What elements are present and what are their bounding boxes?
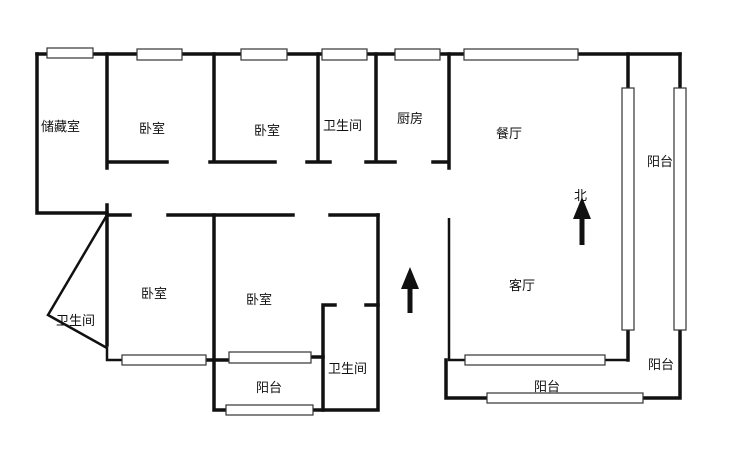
room-label-storage: 储藏室: [41, 119, 80, 135]
room-label-bathroom: 卫生间: [328, 362, 367, 377]
room-label-balcony: 阳台: [647, 155, 673, 170]
room-label-bedroom: 卧室: [139, 121, 165, 137]
room-label-bathroom: 卫生间: [323, 119, 362, 134]
room-label-balcony: 阳台: [256, 381, 282, 396]
compass-north-label: 北: [574, 189, 587, 204]
room-label-kitchen: 厨房: [397, 111, 423, 127]
room-label-bedroom: 卧室: [141, 286, 167, 302]
room-label-balcony: 阳台: [534, 380, 560, 395]
north-arrow-icon: [573, 197, 591, 245]
room-label-living: 客厅: [509, 278, 535, 294]
room-label-bedroom: 卧室: [254, 123, 280, 139]
room-label-bathroom: 卫生间: [56, 314, 95, 329]
entry-arrow-icon: [401, 267, 419, 313]
room-label-dining: 餐厅: [496, 126, 522, 142]
room-label-bedroom: 卧室: [246, 292, 272, 308]
windows: [46, 47, 687, 416]
room-label-balcony: 阳台: [648, 358, 674, 373]
